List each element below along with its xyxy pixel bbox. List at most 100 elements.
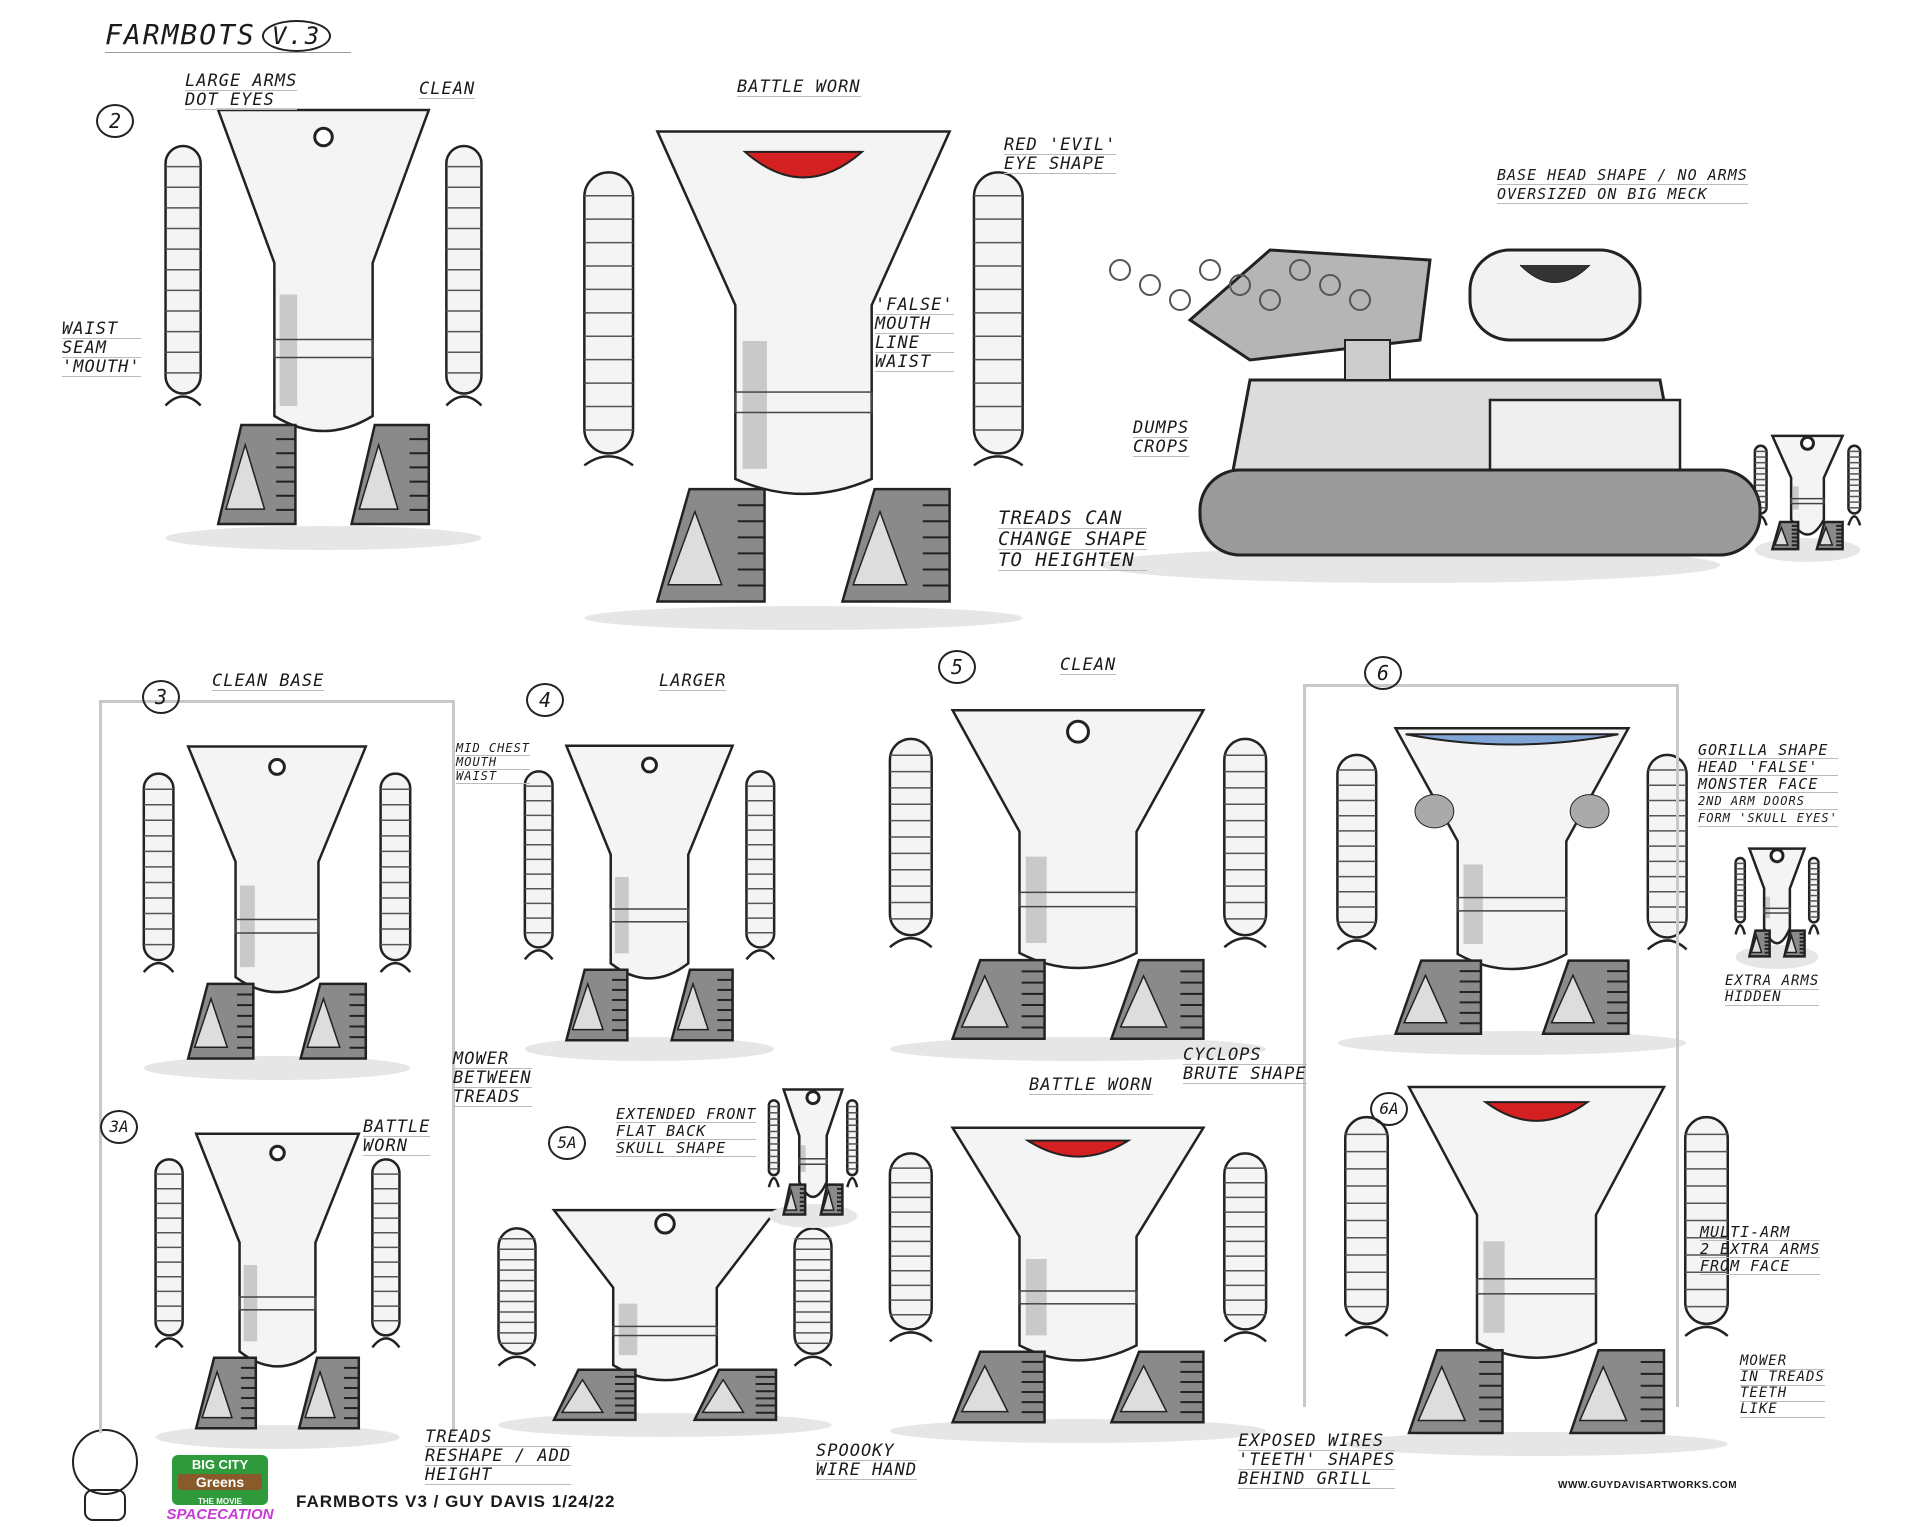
claw-hand xyxy=(523,949,554,961)
ground-shadow xyxy=(889,1419,1267,1443)
robot-6a-multi-arm xyxy=(1344,1085,1729,1456)
tread-plate xyxy=(1119,1364,1168,1413)
tread-plate xyxy=(852,509,908,586)
note-red-evil-eye: RED 'EVIL'EYE SHAPE xyxy=(1004,135,1117,174)
note-clean-2: CLEAN xyxy=(419,79,476,99)
helmet xyxy=(72,1429,138,1495)
tread-plate xyxy=(822,1187,835,1211)
robot-body xyxy=(781,1088,845,1199)
waist-grill xyxy=(1790,497,1825,505)
blue-visor xyxy=(1405,733,1619,746)
dot-eye xyxy=(641,756,658,774)
label-number-2: 2 xyxy=(96,104,134,138)
dot-eye xyxy=(269,1144,286,1162)
red-eye xyxy=(1024,1139,1132,1158)
crop-sketch xyxy=(1229,274,1251,296)
claw-hand xyxy=(1847,515,1862,526)
claw-hand xyxy=(142,961,175,973)
robot-2-clean xyxy=(164,108,483,550)
tread-plate xyxy=(306,996,341,1048)
waist-grill xyxy=(1476,1278,1597,1295)
robot-6-small-head xyxy=(1734,847,1820,969)
waist-grill xyxy=(1018,1290,1138,1305)
waist-grill xyxy=(734,391,873,414)
label-number-4: 4 xyxy=(526,683,564,717)
claw-hand xyxy=(154,1337,184,1349)
tread-plate xyxy=(304,1369,336,1419)
label-number-3a: 3A xyxy=(100,1110,138,1144)
crop-sketch xyxy=(1169,289,1191,311)
waist-grill xyxy=(1763,907,1791,914)
ground-shadow xyxy=(584,606,1023,630)
label-number-6a: 6A xyxy=(1370,1092,1408,1126)
ground-shadow xyxy=(143,1056,411,1080)
dot-eye xyxy=(805,1090,821,1106)
dot-eye xyxy=(1800,435,1815,451)
claw-hand xyxy=(1336,939,1378,951)
crop-sketch xyxy=(1289,259,1311,281)
tread-plate xyxy=(224,442,266,510)
robot-body xyxy=(1406,1085,1667,1359)
mech-eye xyxy=(1519,264,1591,283)
panel-3-frame xyxy=(99,700,455,1433)
robot-body xyxy=(551,1208,779,1382)
waist-grill xyxy=(273,338,374,359)
waist-grill xyxy=(1018,891,1138,908)
waist-grill xyxy=(612,1325,718,1337)
robot-body xyxy=(950,709,1206,970)
tread-plate xyxy=(1417,1364,1467,1422)
big-mech-harvester xyxy=(1100,248,1762,583)
dot-eye xyxy=(1769,848,1785,864)
robot-body xyxy=(1393,727,1631,971)
spacesuit xyxy=(84,1489,126,1521)
claw-hand xyxy=(1734,924,1747,935)
claw-hand xyxy=(1646,939,1688,951)
claw-hand xyxy=(889,936,933,949)
robot-body xyxy=(564,744,735,980)
mech-head xyxy=(1468,248,1642,342)
tread-plate xyxy=(560,1378,605,1414)
claw-hand xyxy=(1684,1325,1729,1337)
tread-plate xyxy=(1119,974,1168,1028)
note-battle-worn-2: BATTLE WORN xyxy=(737,77,861,97)
mech-tread xyxy=(1198,468,1762,557)
ground-shadow xyxy=(889,1037,1267,1061)
robot-body xyxy=(186,745,368,994)
robot-5-clean xyxy=(888,709,1268,1061)
crop-sketch xyxy=(1139,274,1161,296)
label-number-5: 5 xyxy=(938,650,976,684)
crop-sketch xyxy=(1259,289,1281,311)
skull-eye-door xyxy=(1569,794,1610,829)
tread-plate xyxy=(784,1187,798,1211)
waist-grill xyxy=(798,1158,828,1165)
tread-plate xyxy=(1818,525,1834,546)
claw-hand xyxy=(1807,924,1820,935)
claw-hand xyxy=(497,1355,537,1367)
crop-sketch xyxy=(1319,274,1341,296)
tread-plate xyxy=(571,981,605,1031)
crop-sketch xyxy=(1349,289,1371,311)
tread-plate xyxy=(960,1364,1009,1413)
waist-grill xyxy=(238,1296,317,1311)
dot-eye xyxy=(1066,719,1090,744)
robot-3a-battle-worn xyxy=(154,1132,401,1449)
tread-plate xyxy=(193,996,229,1048)
tread-plate xyxy=(1785,933,1798,954)
label-number-5a: 5A xyxy=(548,1126,586,1160)
claw-hand xyxy=(889,1331,933,1343)
crop-hopper xyxy=(1187,248,1432,362)
skull-eye-door xyxy=(1414,794,1455,829)
claw-hand xyxy=(371,1337,401,1349)
claw-hand xyxy=(379,961,412,973)
